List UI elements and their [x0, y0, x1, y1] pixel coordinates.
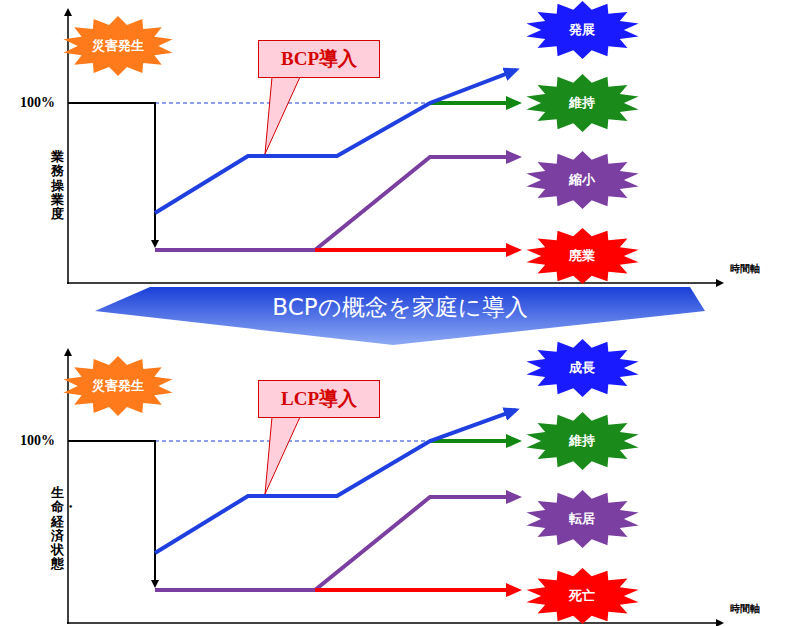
node-text: 維持 — [569, 432, 595, 450]
percent-label: 100% — [20, 433, 55, 449]
banner-arrow: BCPの概念を家庭に導入 — [95, 287, 705, 345]
axis-title: 生命・経済状態 — [51, 486, 64, 572]
starburst-node: 死亡 — [525, 568, 640, 624]
axis-label: 時間軸 — [730, 602, 760, 616]
axis-label: 時間軸 — [730, 262, 760, 276]
node-text: 発展 — [569, 21, 595, 39]
starburst-node: 転居 — [525, 490, 640, 548]
starburst-node: 成長 — [525, 339, 640, 397]
starburst-node: 災害発生 — [62, 356, 174, 416]
starburst-node: 災害発生 — [62, 16, 174, 76]
starburst-node: 縮小 — [525, 151, 640, 209]
node-text: BCP導入 — [281, 46, 357, 72]
node-text: 廃業 — [569, 247, 595, 265]
axis-title: 業務操業度 — [51, 150, 64, 221]
starburst-node: 発展 — [525, 1, 640, 59]
node-text: 成長 — [569, 359, 595, 377]
callout-box: LCP導入 — [258, 380, 380, 418]
node-text: LCP導入 — [281, 386, 357, 412]
node-text: 災害発生 — [92, 377, 144, 395]
starburst-node: 維持 — [525, 74, 640, 132]
node-text: 災害発生 — [92, 37, 144, 55]
node-text: 維持 — [569, 94, 595, 112]
node-text: 死亡 — [569, 587, 595, 605]
callout-box: BCP導入 — [258, 40, 380, 78]
node-text: BCPの概念を家庭に導入 — [95, 292, 705, 323]
node-text: 縮小 — [569, 171, 595, 189]
starburst-node: 維持 — [525, 412, 640, 470]
starburst-node: 廃業 — [525, 228, 640, 284]
percent-label: 100% — [20, 95, 55, 111]
node-text: 転居 — [569, 510, 595, 528]
